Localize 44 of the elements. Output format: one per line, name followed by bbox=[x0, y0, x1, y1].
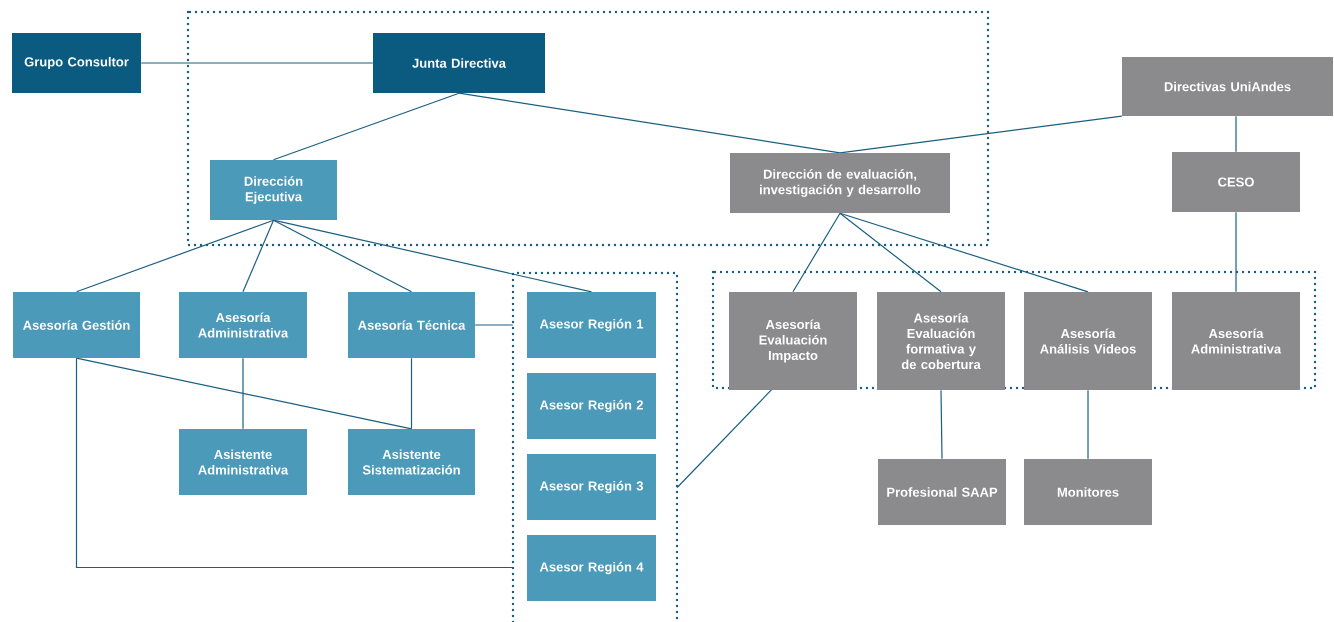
org-box: Asesoría Administrativa bbox=[1172, 292, 1300, 390]
connector-line bbox=[839, 212, 942, 293]
connector-line bbox=[75, 219, 275, 293]
connector-line bbox=[272, 219, 413, 293]
connector-line bbox=[75, 357, 413, 430]
connector-line bbox=[458, 92, 841, 154]
connector-line bbox=[1087, 389, 1089, 460]
connector-line bbox=[140, 62, 374, 64]
org-box: Asesoría Administrativa bbox=[179, 292, 307, 358]
connector-line bbox=[1235, 115, 1237, 153]
connector-line bbox=[676, 387, 774, 489]
org-box: Asesoría Evaluación formativa y de cobertura bbox=[877, 292, 1005, 390]
connector-line bbox=[1235, 211, 1237, 293]
dotted-group-frame bbox=[511, 271, 679, 622]
org-box: Grupo Consultor bbox=[12, 33, 141, 93]
org-box: Asesoría Técnica bbox=[348, 292, 475, 358]
dotted-group-frame bbox=[186, 10, 990, 247]
connector-line bbox=[839, 212, 1089, 293]
org-box: Asesor Región 4 bbox=[527, 535, 656, 601]
org-box: Profesional SAAP bbox=[878, 459, 1006, 525]
org-box: Asesor Región 1 bbox=[527, 292, 656, 358]
connector-line bbox=[474, 324, 514, 326]
org-box: Directivas UniAndes bbox=[1122, 57, 1333, 116]
org-box: Asistente Sistematización bbox=[348, 429, 475, 495]
connector-line bbox=[940, 389, 943, 460]
connector-line bbox=[410, 357, 413, 430]
connector-line bbox=[272, 219, 593, 293]
connector-line bbox=[75, 357, 514, 569]
org-box: Asesor Región 3 bbox=[527, 454, 656, 520]
connector-line bbox=[242, 357, 244, 430]
org-box: CESO bbox=[1172, 152, 1300, 212]
org-box: Asesoría Gestión bbox=[13, 292, 140, 358]
connector-line bbox=[792, 212, 841, 293]
connector-line bbox=[272, 92, 460, 161]
org-box: Dirección de evaluación, investigación y desarrollo bbox=[730, 153, 950, 213]
org-box: Asesoría Evaluación Impacto bbox=[729, 292, 857, 390]
connector-line bbox=[839, 115, 1123, 154]
connector-line bbox=[242, 219, 275, 293]
org-box: Asesoría Análisis Videos bbox=[1024, 292, 1152, 390]
org-box: Asesor Región 2 bbox=[527, 373, 656, 439]
org-box: Dirección Ejecutiva bbox=[210, 160, 337, 220]
org-box: Monitores bbox=[1024, 459, 1152, 525]
org-box: Asistente Administrativa bbox=[179, 429, 307, 495]
org-box: Junta Directiva bbox=[373, 33, 545, 93]
